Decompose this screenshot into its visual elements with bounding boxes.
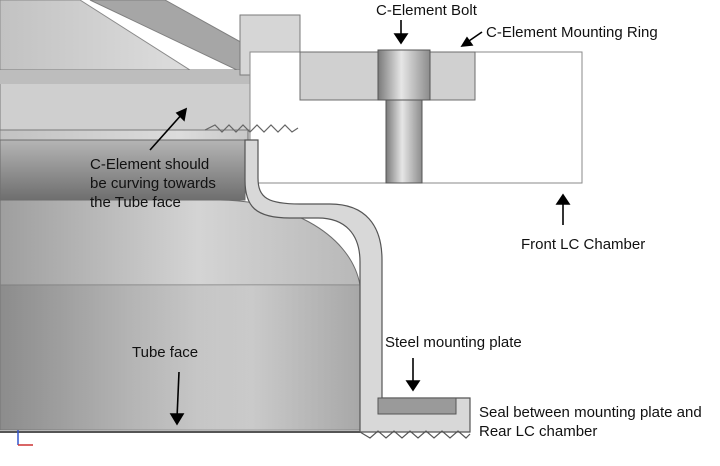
c-element-plate — [244, 139, 471, 433]
label-curving-line1: C-Element should — [90, 156, 210, 173]
label-curving-block: C-Element should be curving towards the … — [90, 155, 216, 212]
label-bolt: C-Element Bolt — [376, 2, 477, 19]
annotation-arrows — [149, 20, 571, 426]
label-front-chamber: Front LC Chamber — [521, 236, 646, 253]
arrowhead-bolt — [393, 33, 409, 45]
arrowhead-curving — [175, 107, 188, 122]
arrowhead-ring — [460, 36, 474, 47]
label-seal-line1: Seal between mounting plate and — [479, 404, 702, 421]
tube-lower-face — [0, 285, 360, 430]
upper-seal — [204, 124, 299, 133]
arrow-tube-face — [176, 371, 180, 419]
bolt-shaft — [385, 99, 423, 184]
rear-seal — [359, 430, 471, 439]
label-seal-line2: Rear LC chamber — [479, 423, 598, 440]
label-tube-face: Tube face — [132, 344, 199, 361]
label-seal-block: Seal between mounting plate and Rear LC … — [479, 403, 702, 441]
bolt-head — [377, 49, 431, 101]
arrowhead-tube-face — [169, 413, 185, 426]
label-steel-plate: Steel mounting plate — [385, 334, 522, 351]
tube-shoulder — [0, 139, 246, 201]
arrowhead-front-chamber — [555, 193, 571, 205]
steel-mounting-plate — [377, 397, 457, 415]
upper-flange-shade — [0, 70, 300, 84]
label-curving-line3: the Tube face — [90, 194, 181, 211]
arrow-curving — [149, 112, 184, 151]
label-curving-line2: be curving towards — [90, 175, 216, 192]
label-mounting-ring: C-Element Mounting Ring — [486, 24, 658, 41]
axis-triad — [17, 430, 33, 446]
arrowhead-steel-plate — [405, 380, 421, 392]
